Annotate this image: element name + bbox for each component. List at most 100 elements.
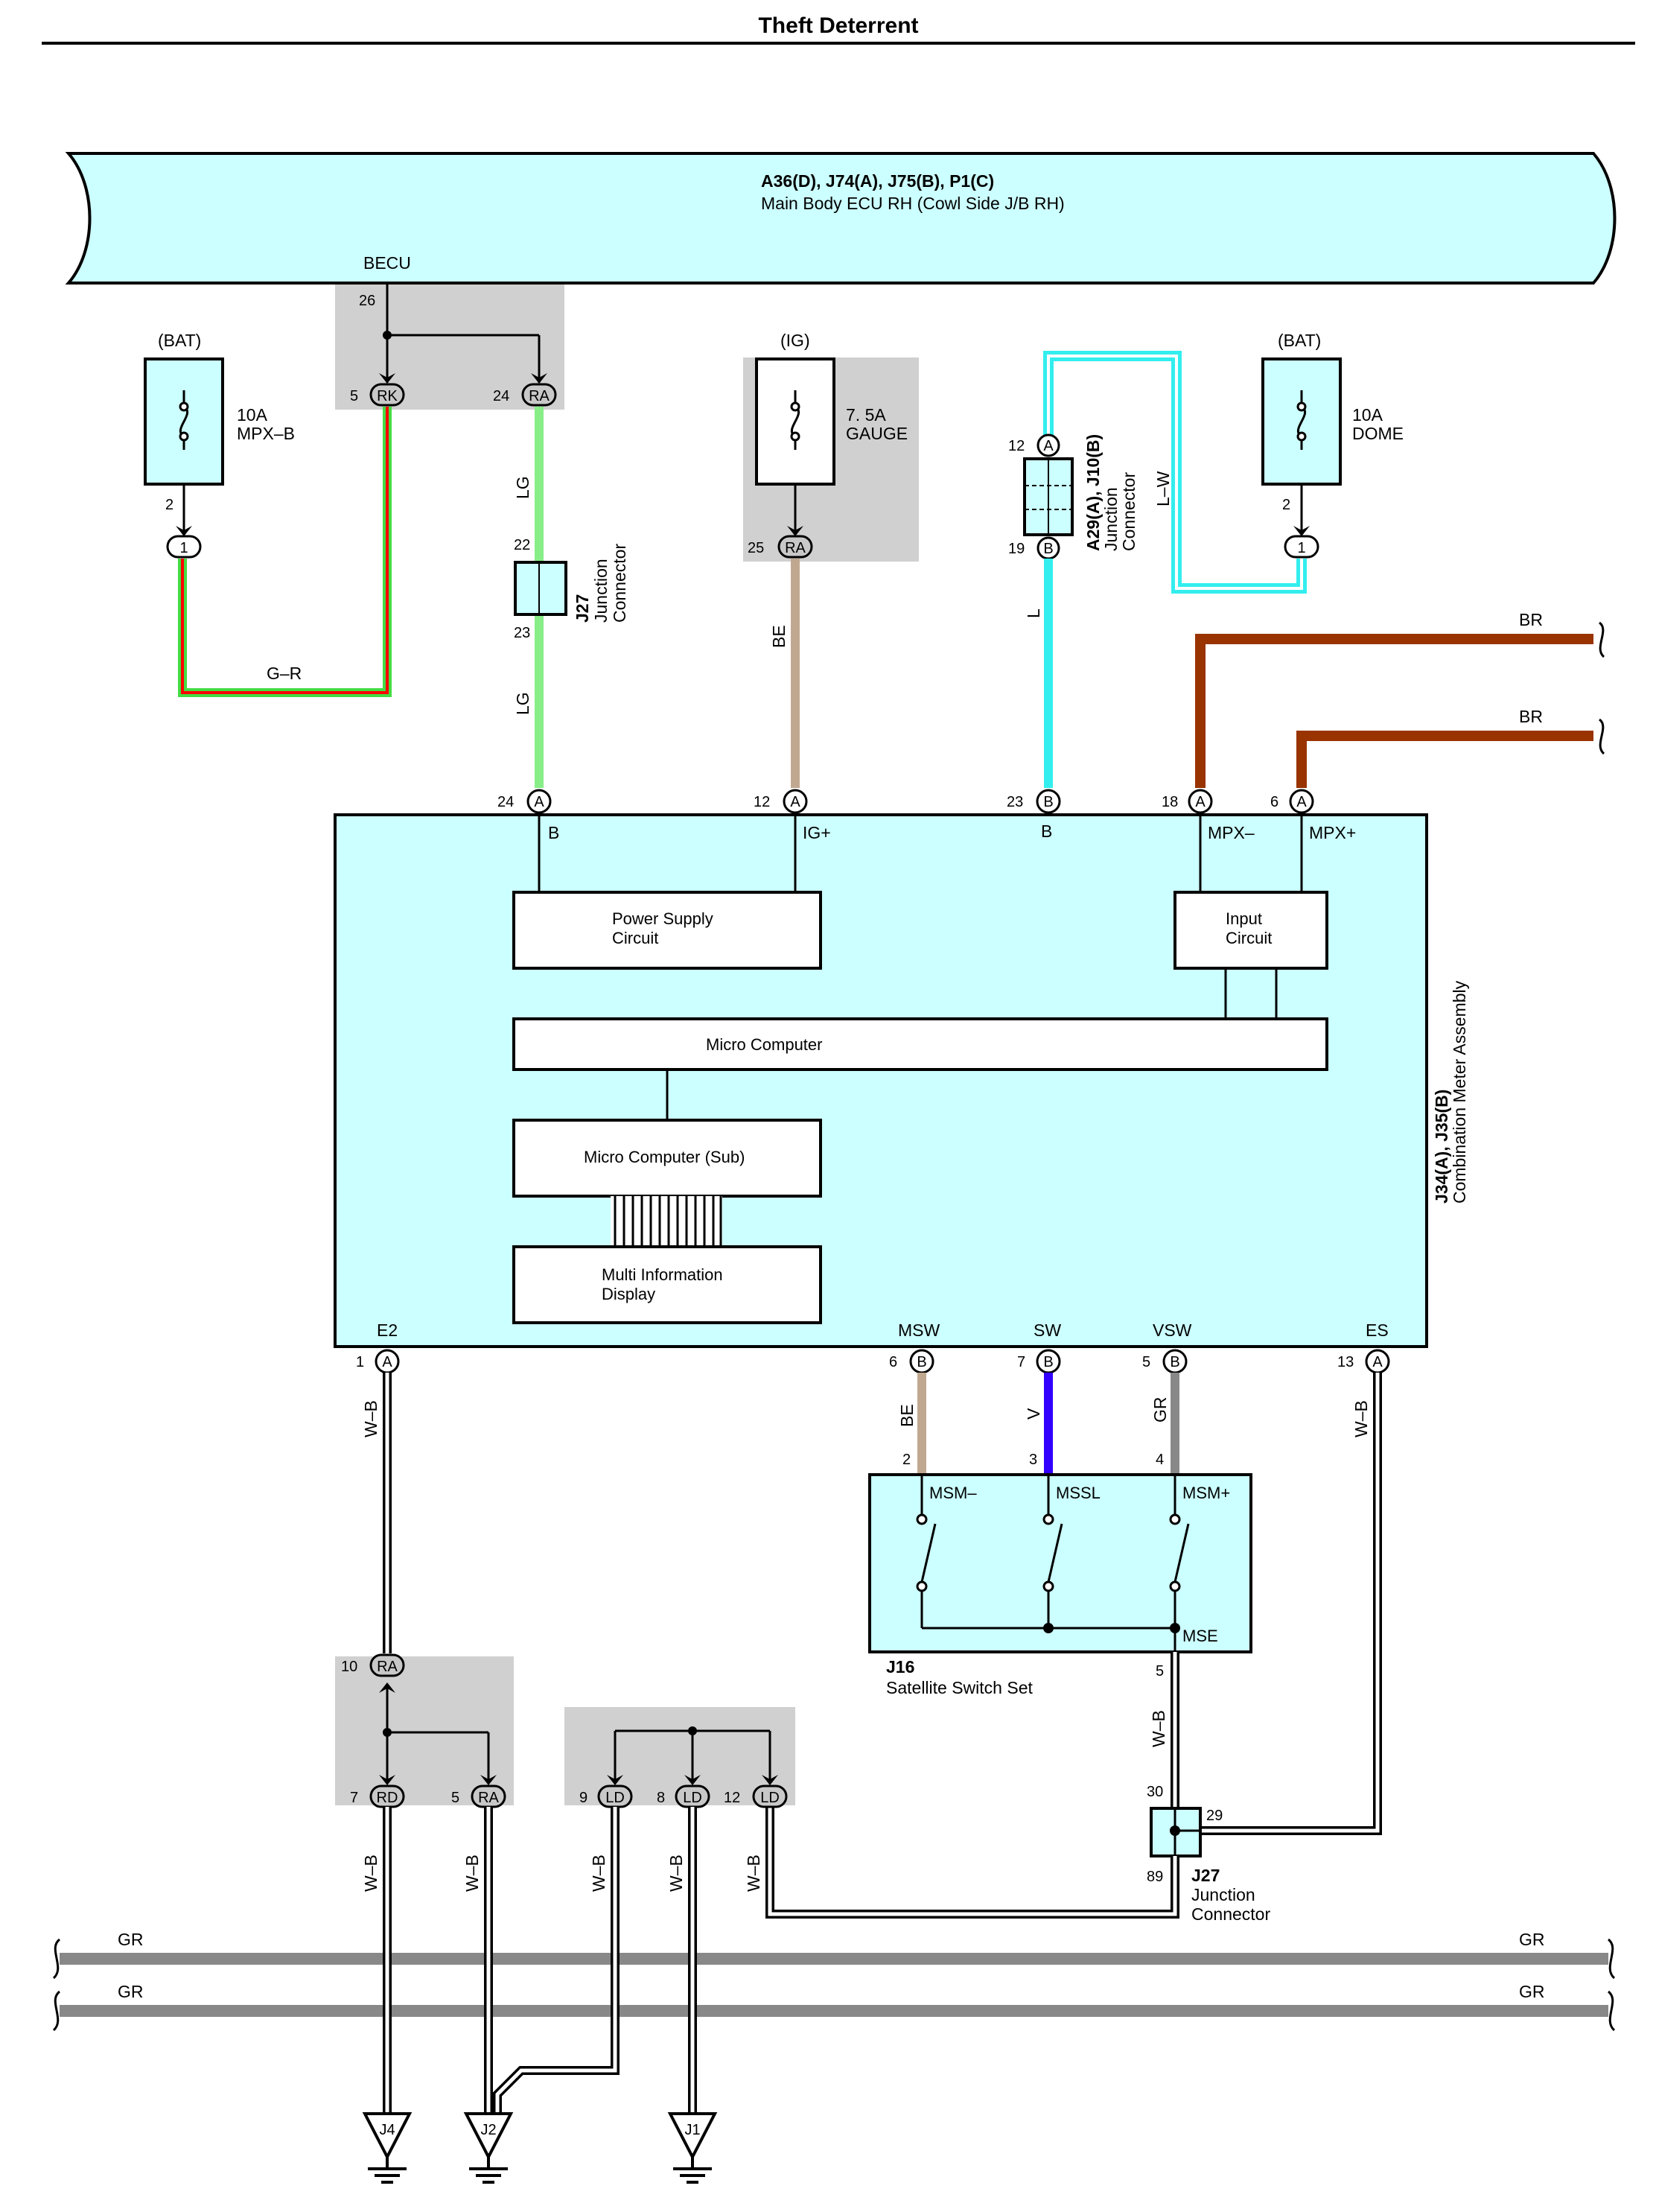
svg-text:B: B: [917, 1354, 926, 1370]
splice-left-pin-in: 10: [341, 1659, 357, 1675]
meter-top-pin-num-12: 12: [754, 794, 770, 810]
rk-pin: 5: [350, 388, 358, 404]
a29-pin-out: 19: [1008, 541, 1025, 557]
switch-code: J16: [886, 1657, 914, 1677]
ecu-codes: A36(D), J74(A), J75(B), P1(C): [761, 171, 994, 191]
meter-bottom-label-es: ES: [1366, 1320, 1389, 1340]
ground-j4: J4: [363, 2112, 411, 2184]
svg-text:A: A: [1296, 794, 1307, 810]
svg-text:RA: RA: [478, 1790, 499, 1806]
meter-bottom-label-msw: MSW: [898, 1320, 940, 1340]
meter-bottom-label-vsw: VSW: [1153, 1320, 1192, 1340]
input-label-2: Circuit: [1226, 929, 1272, 947]
meter-top-label-mpx-plus: MPX+: [1309, 823, 1356, 842]
switch-name: Satellite Switch Set: [886, 1678, 1033, 1697]
fuse3-connector: 1: [1284, 535, 1319, 559]
fuse2-name: GAUGE: [846, 424, 908, 443]
meter-name: Combination Meter Assembly: [1450, 980, 1469, 1204]
becu-label: BECU: [363, 253, 411, 273]
data-bus-lines: [611, 1196, 722, 1247]
wire-label-be-msw: BE: [897, 1404, 917, 1427]
meter-bottom-label-e2: E2: [377, 1320, 398, 1340]
splice-left-ra-connector: RA: [471, 1784, 506, 1808]
fuse1-pin: 2: [165, 497, 173, 513]
svg-text:LD: LD: [683, 1790, 702, 1806]
wire-label-be: BE: [769, 625, 789, 648]
multi-information-display: [512, 1245, 822, 1324]
fuse3-amp: 10A: [1352, 405, 1383, 425]
mid-label-1: Multi Information: [602, 1265, 723, 1284]
svg-text:A: A: [382, 1354, 392, 1370]
meter-top-pin-b-24: A: [526, 789, 552, 814]
svg-text:1: 1: [179, 540, 188, 556]
input-circuit: [1173, 891, 1328, 970]
splice-mid-ld12: LD: [752, 1784, 788, 1808]
wire-label-lg-bottom: LG: [513, 692, 532, 715]
micro-label: Micro Computer: [706, 1035, 822, 1054]
svg-text:B: B: [1043, 1354, 1053, 1370]
psu-label-1: Power Supply: [612, 909, 713, 928]
svg-text:J1: J1: [684, 2122, 700, 2138]
wire-label-w-b-ld9: W–B: [589, 1855, 608, 1892]
wire-label-w-b-ra: W–B: [462, 1855, 482, 1892]
svg-text:A: A: [1043, 438, 1054, 454]
j27-top-pin-out: 23: [514, 625, 530, 641]
svg-text:B: B: [1043, 541, 1053, 557]
wire-label-w-b-e2: W–B: [361, 1400, 380, 1437]
svg-text:RD: RD: [377, 1790, 398, 1806]
j27-bottom-pin-in: 30: [1147, 1784, 1163, 1800]
wire-label-w-b-mse: W–B: [1149, 1710, 1168, 1747]
splice-mid-ld8: LD: [675, 1784, 710, 1808]
svg-text:A: A: [790, 794, 800, 810]
splice-left-pin-rd: 7: [350, 1790, 358, 1806]
connector-rk: RK: [369, 383, 405, 407]
splice-mid-pin-12: 12: [724, 1790, 740, 1806]
wire-label-g-r: G–R: [267, 664, 302, 683]
input-label-1: Input: [1226, 909, 1262, 928]
j27-bottom-pin-es: 29: [1206, 1808, 1223, 1824]
meter-top-pin-num-23: 23: [1007, 794, 1023, 810]
psu-label-2: Circuit: [612, 929, 658, 947]
switch-pin-4: 4: [1156, 1452, 1164, 1468]
meter-bottom-pin-num-6: 6: [889, 1354, 897, 1370]
meter-top-label-b1: B: [548, 823, 559, 842]
meter-top-label-b2: B: [1041, 821, 1052, 841]
wire-label-l: L: [1024, 608, 1043, 618]
meter-bottom-pin-msw: B: [909, 1349, 934, 1374]
wire-label-lg-top: LG: [513, 476, 532, 499]
svg-text:1: 1: [1297, 540, 1305, 556]
wire-label-w-b-rd: W–B: [361, 1855, 380, 1892]
svg-text:RA: RA: [377, 1659, 398, 1675]
j27-top-pin-in: 22: [514, 537, 530, 553]
meter-bottom-pin-vsw: B: [1162, 1349, 1188, 1374]
main-body-ecu: [65, 152, 1617, 285]
j27-top-name2: Connector: [610, 544, 629, 623]
micro-computer-sub: [512, 1119, 822, 1198]
svg-text:RK: RK: [377, 388, 398, 404]
j27-bottom-pin-out: 89: [1147, 1869, 1163, 1885]
svg-text:A: A: [1195, 794, 1206, 810]
splice-mid-ld9: LD: [597, 1784, 633, 1808]
wire-label-l-w: L–W: [1153, 471, 1173, 506]
meter-bottom-pin-num-1: 1: [356, 1354, 364, 1370]
switch-label-msm-minus: MSM–: [929, 1484, 977, 1502]
wire-w-b-ld12: [765, 1805, 1179, 1919]
svg-text:B: B: [1043, 794, 1053, 810]
fuse2-amp: 7. 5A: [846, 405, 886, 425]
fuse1-amp: 10A: [237, 405, 268, 425]
fuse3-source: (BAT): [1278, 331, 1321, 350]
fuse1-name: MPX–B: [237, 424, 295, 443]
splice-mid-pin-9: 9: [579, 1790, 587, 1806]
svg-text:RA: RA: [785, 540, 806, 556]
j27-top-connector: [514, 561, 567, 616]
meter-bottom-pin-es: A: [1365, 1349, 1390, 1374]
meter-bottom-pin-e2: A: [375, 1349, 400, 1374]
svg-text:RA: RA: [529, 388, 550, 404]
meter-top-pin-ig-12: A: [783, 789, 808, 814]
meter-bottom-label-sw: SW: [1034, 1320, 1061, 1340]
wire-label-v: V: [1024, 1408, 1043, 1420]
meter-code: J34(A), J35(B): [1432, 1090, 1451, 1204]
svg-text:B: B: [1170, 1354, 1179, 1370]
meter-top-pin-b-23: B: [1036, 789, 1061, 814]
